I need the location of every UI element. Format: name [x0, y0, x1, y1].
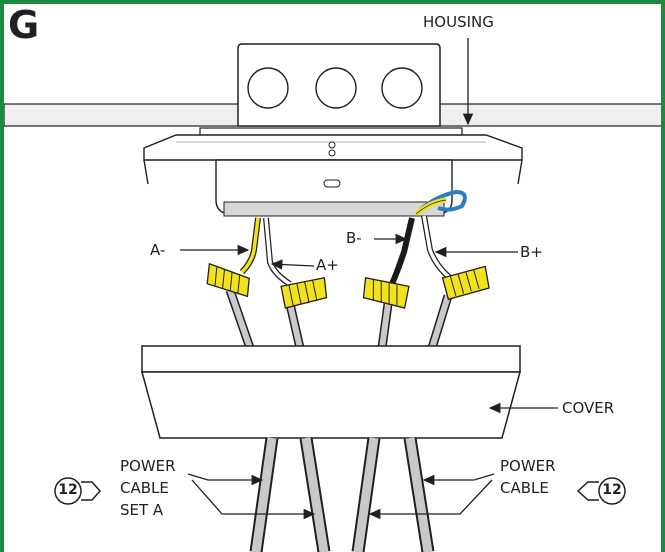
a-plus-label: A+: [316, 256, 339, 274]
badge-left-shape: [54, 477, 102, 505]
power-right-line-2: CABLE: [500, 479, 549, 497]
wire-nut-b-minus: [362, 277, 410, 309]
power-left-leader-upper: [187, 473, 264, 486]
junction-box: [237, 43, 441, 127]
power-left-line-1: POWER: [120, 457, 176, 475]
cover-label: COVER: [562, 399, 615, 417]
power-left-line-3: SET A: [120, 501, 164, 519]
power-leads: [225, 288, 453, 350]
step-letter: G: [8, 3, 40, 47]
housing-flange: [143, 127, 523, 185]
cover: [141, 345, 521, 439]
power-cables: [249, 436, 435, 552]
knockout-2: [315, 67, 357, 109]
power-right-line-1: POWER: [500, 457, 556, 475]
wire-nut-b-plus: [441, 265, 490, 301]
knockout-1: [247, 67, 289, 109]
b-minus-label: B-: [346, 229, 362, 247]
a-minus-label: A-: [150, 241, 166, 259]
power-cable-right-label: POWER CABLE: [500, 455, 556, 499]
wire-nut-a-plus: [280, 277, 328, 309]
pigtail-wires: [414, 189, 467, 216]
badge-right-shape: [576, 477, 626, 505]
b-plus-label: B+: [520, 243, 543, 261]
power-cable-left-label: POWER CABLE SET A: [120, 455, 176, 521]
wire-nut-a-minus: [206, 262, 250, 298]
leader-lines: [180, 38, 558, 520]
step-ref-badge-right: 12: [602, 482, 622, 498]
step-ref-badge-left: 12: [58, 482, 78, 498]
power-left-leader-lower: [191, 479, 316, 520]
a-minus-wire: [239, 217, 261, 275]
power-left-line-2: CABLE: [120, 479, 169, 497]
a-plus-leader: [270, 259, 315, 270]
power-right-leader-upper: [422, 473, 495, 486]
power-right-leader-lower: [368, 479, 493, 520]
b-plus-wire: [421, 215, 452, 281]
a-plus-wire: [263, 217, 292, 287]
knockout-3: [381, 67, 423, 109]
housing-label: HOUSING: [423, 13, 494, 31]
housing-body: [215, 159, 453, 217]
b-minus-wire: [389, 217, 415, 286]
